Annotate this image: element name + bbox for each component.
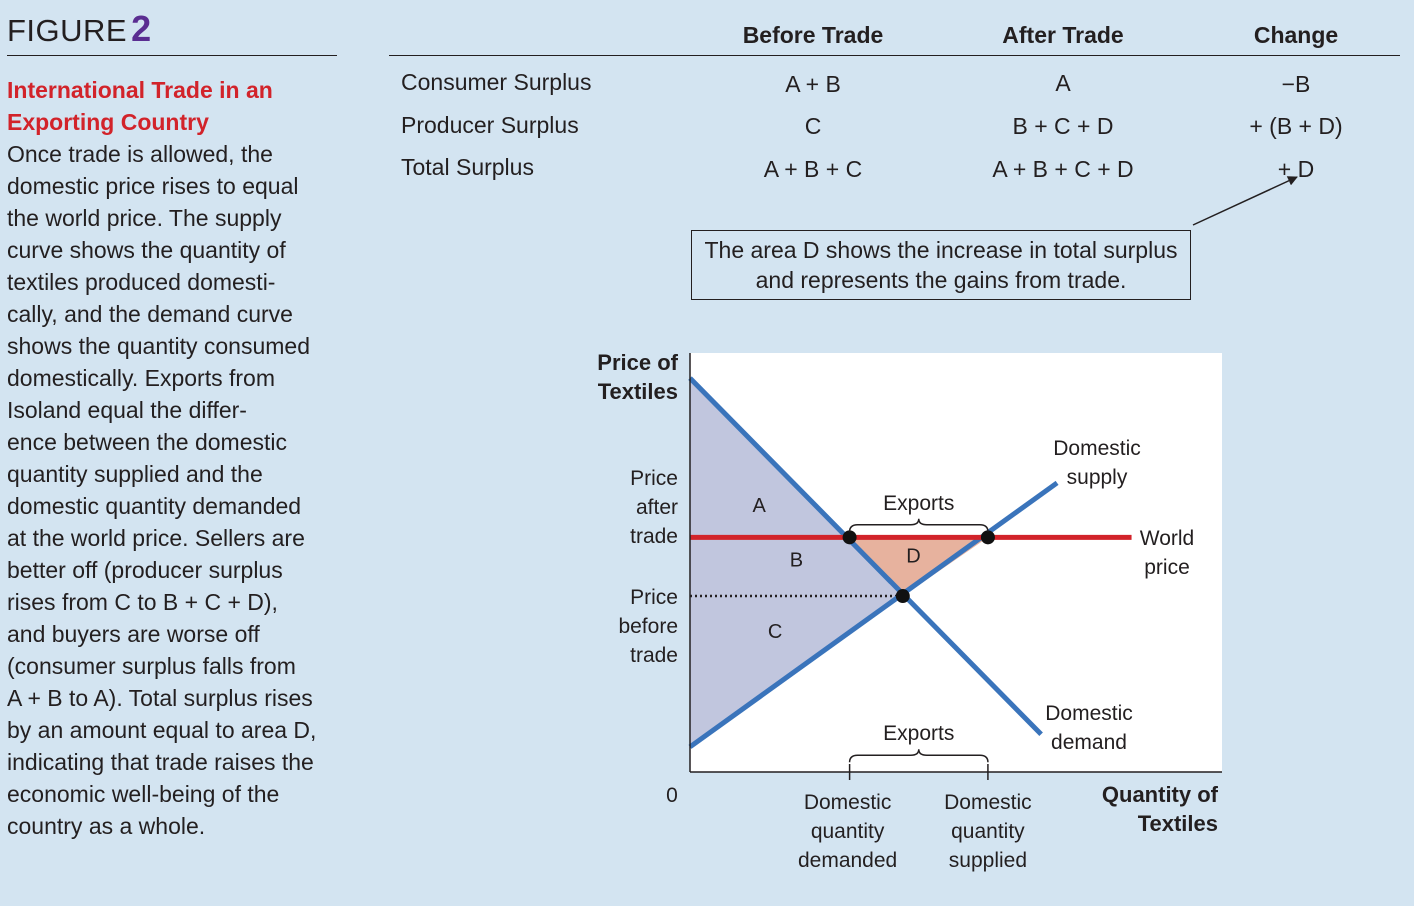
exports-label: Exports — [883, 722, 954, 745]
domestic-supply-label: supply — [1067, 466, 1128, 489]
caption-line: domestic price rises to equal — [7, 173, 299, 199]
exports-brace — [848, 518, 989, 532]
caption-line: indicating that trade raises the — [7, 749, 314, 775]
table-rule — [389, 55, 1400, 56]
exports-label: Exports — [883, 492, 954, 515]
price-after-trade-label: Price — [630, 467, 678, 490]
caption-line: domestic quantity demanded — [7, 493, 302, 519]
price-after-trade-label: trade — [630, 525, 678, 548]
table-header-change: Change — [1253, 22, 1339, 48]
cell-consumer-change: −B — [1281, 71, 1311, 97]
caption-line: Isoland equal the differ- — [7, 397, 247, 423]
cell-producer-change: + (B + D) — [1249, 113, 1343, 139]
price-before-trade-label: Price — [630, 586, 678, 609]
table-header-after: After Trade — [1002, 22, 1124, 48]
region-label-d: D — [906, 546, 920, 568]
gains-from-trade-callout: The area D shows the increase in total s… — [691, 230, 1191, 300]
caption-line: better off (producer surplus — [7, 557, 283, 583]
row-label-consumer-surplus: Consumer Surplus — [401, 69, 592, 95]
cell-total-before: A + B + C — [763, 156, 863, 182]
domestic-demand-line — [688, 376, 1043, 737]
caption-line: (consumer surplus falls from — [7, 653, 296, 679]
cell-consumer-before: A + B — [785, 71, 841, 97]
caption-line: textiles produced domesti- — [7, 269, 276, 295]
quantity-demanded-label: Domestic — [804, 791, 892, 814]
figure-number: 2 — [131, 8, 152, 49]
caption-line: country as a whole. — [7, 813, 206, 839]
table-header-before: Before Trade — [742, 22, 884, 48]
domestic-demand-label: Domestic — [1045, 702, 1133, 725]
bottom-border — [0, 906, 1414, 909]
figure-title: International Trade in an Exporting Coun… — [7, 74, 337, 138]
callout-arrow — [1192, 176, 1298, 226]
callout-line: and represents the gains from trade. — [755, 267, 1127, 293]
caption-line: cally, and the demand curve — [7, 301, 293, 327]
caption-line: economic well-being of the — [7, 781, 280, 807]
region-label-c: C — [768, 621, 782, 643]
caption-line: A + B to A). Total surplus rises — [7, 685, 313, 711]
quantity-demanded-label: quantity — [811, 820, 885, 843]
domestic-demand-label: demand — [1051, 731, 1127, 754]
callout-line: The area D shows the increase in total s… — [704, 237, 1178, 263]
figure-label: FIGURE — [7, 13, 128, 48]
world-price-label: price — [1144, 556, 1190, 579]
intersection-point — [895, 589, 910, 604]
region-label-a: A — [752, 495, 766, 517]
price-before-trade-label: before — [618, 615, 678, 638]
y-axis-label: Price of — [597, 350, 678, 375]
caption-line: the world price. The supply — [7, 205, 282, 231]
quantity-supplied-label: Domestic — [944, 791, 1032, 814]
intersection-point — [980, 530, 995, 545]
cell-producer-before: C — [804, 113, 822, 139]
x-axis-label: Textiles — [1138, 811, 1218, 836]
price-before-trade-label: trade — [630, 644, 678, 667]
figure-title-line: International Trade in an — [7, 77, 273, 103]
row-label-total-surplus: Total Surplus — [401, 154, 534, 180]
caption-line: shows the quantity consumed — [7, 333, 311, 359]
region-label-b: B — [790, 550, 803, 572]
region-d — [849, 537, 988, 597]
y-axis-label: Textiles — [598, 379, 678, 404]
cell-producer-after: B + C + D — [1012, 113, 1114, 139]
price-after-trade-label: after — [636, 496, 678, 519]
origin-label: 0 — [666, 784, 678, 807]
region-b — [690, 537, 903, 597]
caption-line: Once trade is allowed, the — [7, 141, 273, 167]
exports-brace — [848, 749, 989, 763]
domestic-supply-line — [688, 480, 1059, 749]
figure-caption: Once trade is allowed, the domestic price… — [7, 138, 342, 842]
quantity-supplied-label: supplied — [949, 849, 1027, 872]
caption-line: curve shows the quantity of — [7, 237, 286, 263]
cell-consumer-after: A — [1055, 70, 1071, 96]
caption-line: ence between the domestic — [7, 429, 288, 455]
caption-line: and buyers are worse off — [7, 621, 260, 647]
caption-line: quantity supplied and the — [7, 461, 263, 487]
caption-line: at the world price. Sellers are — [7, 525, 305, 551]
intersection-point — [842, 530, 857, 545]
figure-title-line: Exporting Country — [7, 109, 209, 135]
caption-line: by an amount equal to area D, — [7, 717, 317, 743]
domestic-supply-label: Domestic — [1053, 437, 1141, 460]
world-price-label: World — [1140, 527, 1194, 550]
heading-rule — [7, 55, 337, 56]
cell-total-after: A + B + C + D — [992, 156, 1134, 182]
quantity-supplied-label: quantity — [951, 820, 1025, 843]
quantity-demanded-label: demanded — [798, 849, 897, 872]
caption-line: rises from C to B + C + D), — [7, 589, 278, 615]
x-axis-label: Quantity of — [1102, 782, 1219, 807]
row-label-producer-surplus: Producer Surplus — [401, 112, 579, 138]
caption-line: domestically. Exports from — [7, 365, 275, 391]
